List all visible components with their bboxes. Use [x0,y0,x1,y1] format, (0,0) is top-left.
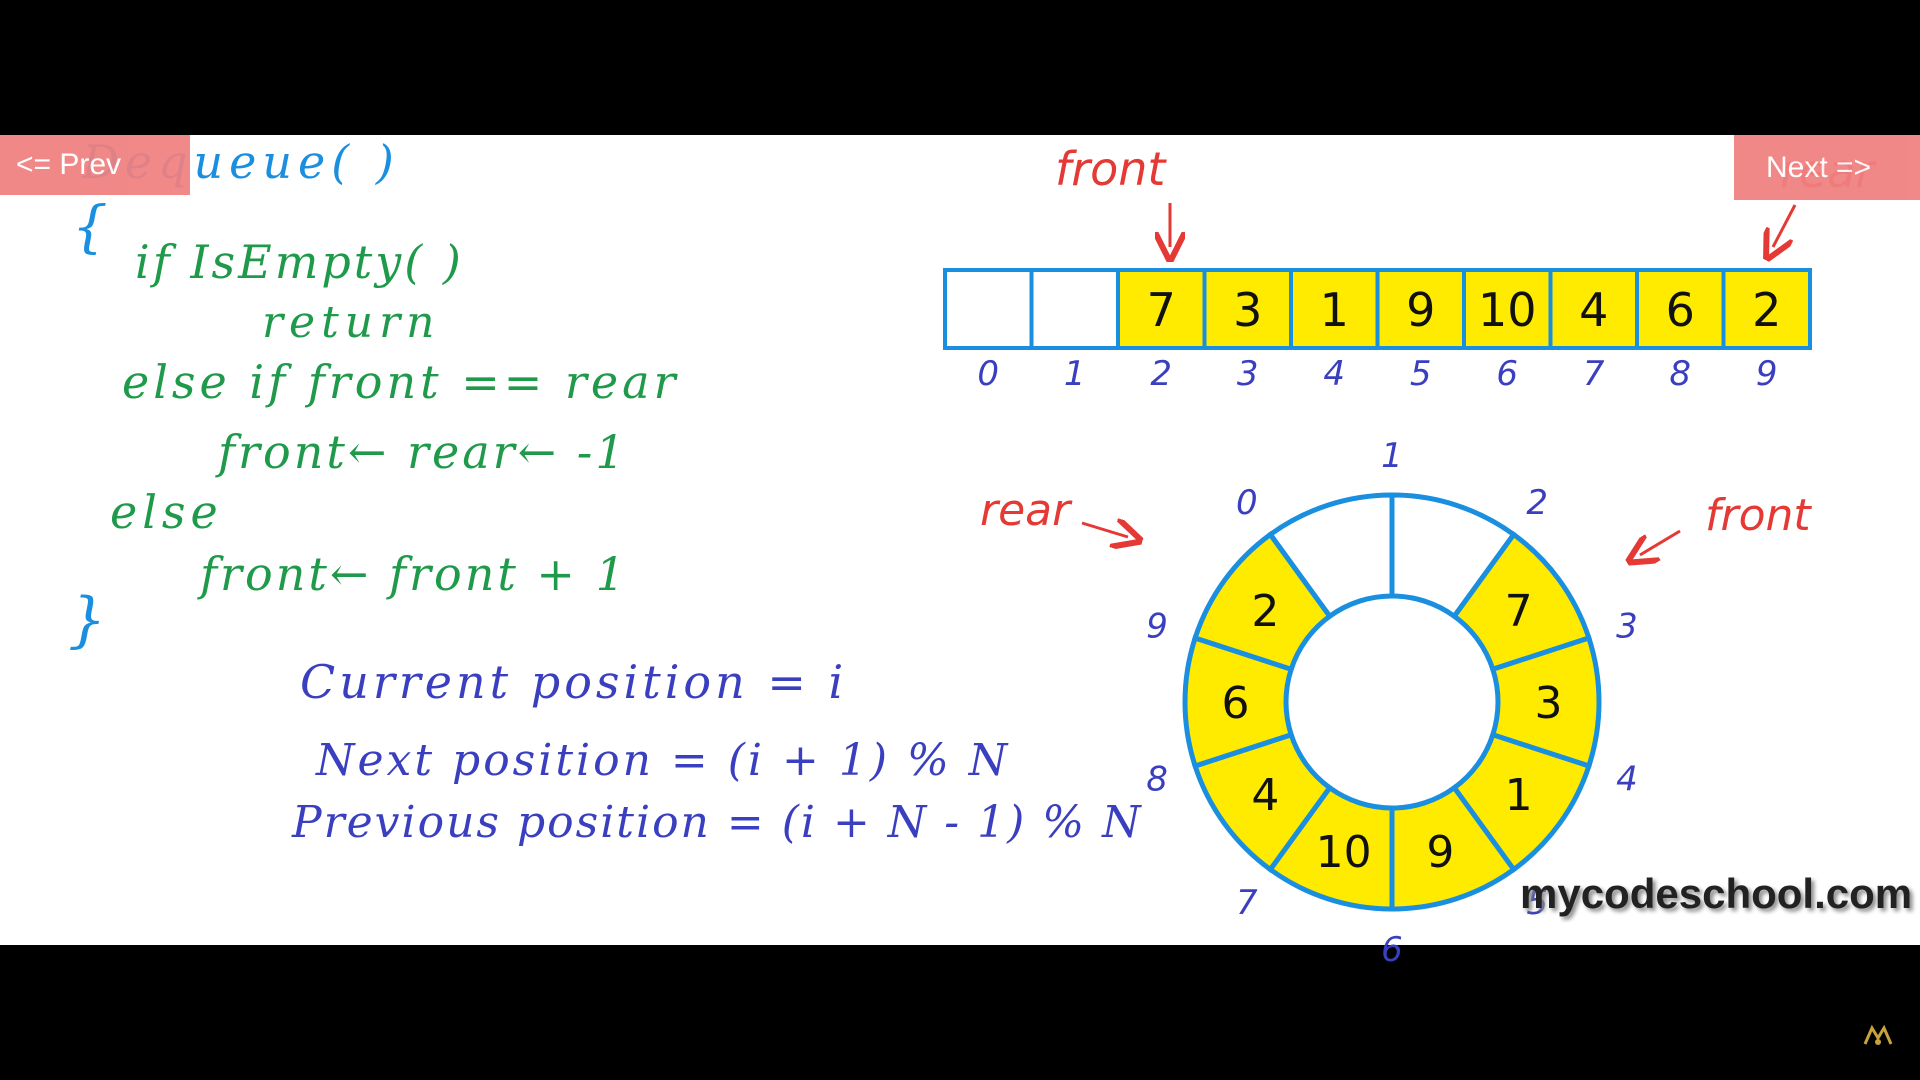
ring-index-label: 3 [1616,607,1638,647]
ring-index-label: 2 [1526,483,1548,523]
ring-rear-arrow [1081,523,1128,537]
array-cell [1029,268,1120,350]
ring-front-arrow [1640,529,1681,555]
array-cell-value: 2 [1752,283,1781,337]
formula-current: Current position = i [300,655,848,709]
ring-cell-value: 6 [1222,678,1250,729]
ring-segment [1191,531,1334,673]
array-cell-value: 9 [1406,283,1435,337]
array-index-label: 2 [1150,354,1172,394]
open-brace: { [72,195,108,260]
array-index-label: 4 [1323,354,1345,394]
array-cell [1462,268,1553,350]
ring-index-label: 8 [1146,759,1168,799]
ring-cell-value: 7 [1505,586,1533,637]
array-cell-value: 4 [1579,283,1608,337]
array-index-label: 0 [977,354,999,394]
ring-cell-value: 9 [1426,827,1454,878]
formula-next: Next position = (i + 1) % N [316,735,1011,786]
ring-index-label: 6 [1381,930,1403,970]
array: 0 1 7 2 3 3 1 4 9 5 10 6 4 7 6 8 2 9 [943,268,1812,394]
ring-cell-value: 1 [1505,770,1533,821]
ring-index-label: 1 [1381,436,1403,476]
formula-previous: Previous position = (i + N - 1) % N [292,797,1143,848]
array-index-label: 8 [1669,354,1691,394]
ring-cell-value: 4 [1251,770,1279,821]
array-cell [1721,268,1812,350]
code-line: front← front + 1 [200,547,628,601]
array-index-label: 7 [1583,354,1605,394]
ring-rear-label: rear [980,485,1073,536]
code-line: if IsEmpty( ) [135,235,464,289]
ring-front-label: front [1705,490,1812,541]
code-line: return [262,297,441,348]
ring-index-label: 7 [1236,883,1258,923]
site-watermark: mycodeschool.com [1520,870,1913,917]
array-index-label: 1 [1064,354,1086,394]
ring-cell-value: 3 [1535,678,1563,729]
array-front-label: front [1055,142,1167,196]
array-cell-value: 3 [1233,283,1262,337]
ring-index-label: 9 [1146,607,1168,647]
ring-index-label: 5 [1526,883,1548,923]
channel-logo-icon [1863,1024,1893,1045]
ring-cell-value: 10 [1316,827,1372,878]
ring-index-label: 0 [1236,483,1258,523]
array-cell-value: 6 [1666,283,1695,337]
close-brace: } [68,585,107,655]
array-cell [1202,268,1293,350]
whiteboard: Dequeue( ) { if IsEmpty( ) return else i… [0,135,1920,970]
ring-index-label: 4 [1616,759,1638,799]
array-index-label: 3 [1237,354,1259,394]
code-line: front← rear← -1 [218,425,628,479]
array-cell [943,268,1034,350]
array-cell-value: 7 [1147,283,1176,337]
next-button[interactable]: Next => [1734,135,1920,200]
array-cell [1548,268,1639,350]
ring-cell-value: 2 [1251,586,1279,637]
array-cell-value: 1 [1320,283,1349,337]
array-index-label: 9 [1756,354,1778,394]
array-cell-value: 10 [1478,283,1537,337]
array-index-label: 5 [1410,354,1432,394]
array-cell [1635,268,1726,350]
code-line: else if front == rear [122,355,680,409]
array-index-label: 6 [1496,354,1518,394]
prev-button[interactable]: <= Prev [0,135,190,195]
array-rear-arrow [1773,204,1797,247]
code-line: else [110,485,223,539]
